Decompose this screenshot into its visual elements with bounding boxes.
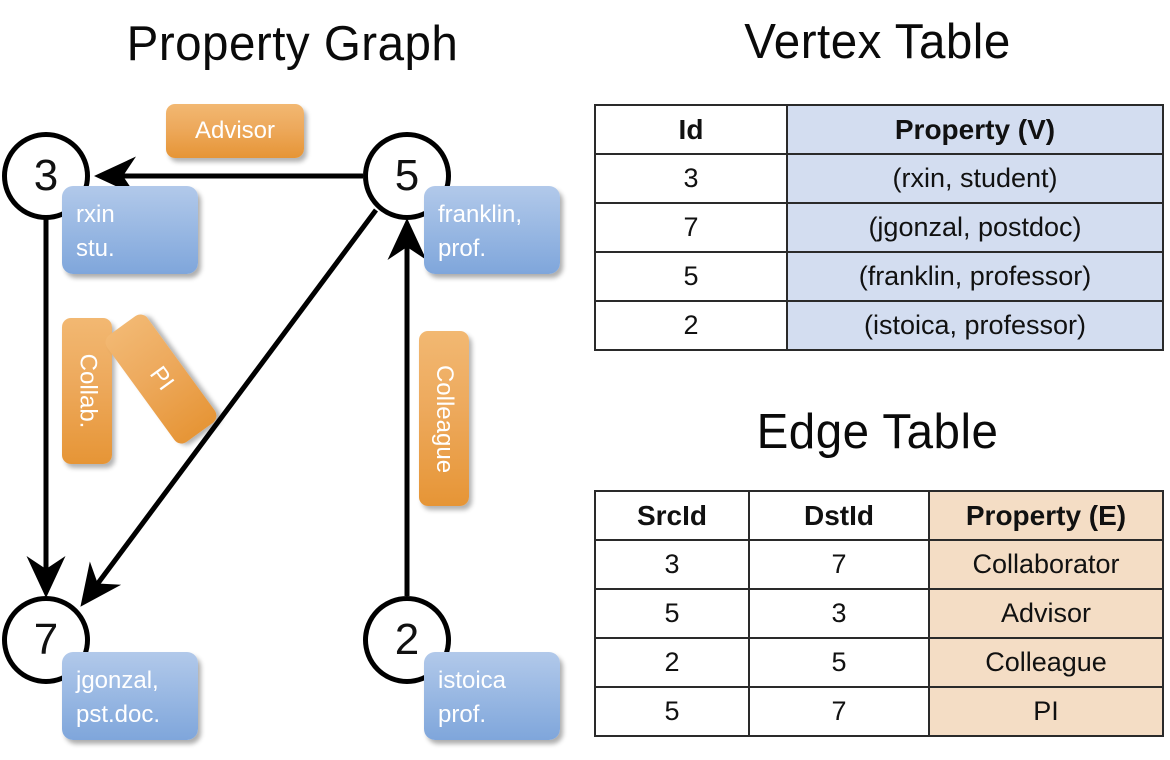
edge-label-colleague-text: Colleague	[431, 364, 458, 473]
table-row[interactable]: 7 (jgonzal, postdoc)	[594, 202, 1164, 253]
table-row[interactable]: 3 7 Collaborator	[594, 539, 1164, 590]
edge-label-pi-text: PI	[143, 361, 179, 396]
vertex-id-cell: 5	[594, 251, 788, 302]
vertex-property-cell: (rxin, student)	[786, 153, 1164, 204]
edge-label-advisor-text: Advisor	[194, 117, 276, 144]
table-row[interactable]: 5 (franklin, professor)	[594, 251, 1164, 302]
vertex-id-cell: 3	[594, 153, 788, 204]
edge-srcid-cell: 3	[594, 539, 750, 590]
node-property-box-istoica: istoica prof.	[424, 652, 560, 740]
vertex-table-header-id: Id	[594, 104, 788, 155]
edge-dstid-cell: 3	[748, 588, 930, 639]
graph-node-7-label: 7	[33, 615, 59, 664]
edge-table-header-srcid: SrcId	[594, 490, 750, 541]
graph-node-3-label: 3	[33, 151, 59, 200]
node-property-box-jgonzal: jgonzal, pst.doc.	[62, 652, 198, 740]
graph-node-5[interactable]: 5	[363, 132, 451, 220]
vertex-table-header-property: Property (V)	[786, 104, 1164, 155]
vertex-table: Id Property (V) 3 (rxin, student) 7 (jgo…	[594, 104, 1164, 351]
edge-srcid-cell: 2	[594, 637, 750, 688]
edge-property-cell: Collaborator	[928, 539, 1164, 590]
graph-node-5-label: 5	[394, 151, 420, 200]
vertex-property-cell: (franklin, professor)	[786, 251, 1164, 302]
table-row[interactable]: 2 (istoica, professor)	[594, 300, 1164, 351]
page-title-property-graph: Property Graph	[126, 17, 459, 71]
edge-property-cell: Advisor	[928, 588, 1164, 639]
edge-label-collab: Collab.	[62, 318, 112, 464]
vertex-property-cell: (istoica, professor)	[786, 300, 1164, 351]
edge-label-advisor: Advisor	[166, 104, 304, 158]
edge-srcid-cell: 5	[594, 686, 750, 737]
section-title-edge-table: Edge Table	[756, 405, 999, 459]
edge-table: SrcId DstId Property (E) 3 7 Collaborato…	[594, 490, 1164, 737]
node-property-box-franklin: franklin, prof.	[424, 186, 560, 274]
edge-property-cell: PI	[928, 686, 1164, 737]
edge-table-header-property: Property (E)	[928, 490, 1164, 541]
edge-label-colleague: Colleague	[419, 331, 469, 506]
edge-dstid-cell: 7	[748, 539, 930, 590]
graph-node-2-label: 2	[394, 615, 420, 664]
table-row[interactable]: 5 3 Advisor	[594, 588, 1164, 639]
edge-property-cell: Colleague	[928, 637, 1164, 688]
property-graph-diagram: 3 5 7 2 rxin stu. franklin, prof. jgonza…	[2, 104, 560, 740]
graph-edges-svg	[26, 156, 427, 607]
section-title-vertex-table: Vertex Table	[744, 15, 1011, 69]
graph-node-2[interactable]: 2	[363, 596, 451, 684]
vertex-id-cell: 7	[594, 202, 788, 253]
vertex-id-cell: 2	[594, 300, 788, 351]
table-row[interactable]: 5 7 PI	[594, 686, 1164, 737]
table-row[interactable]: 2 5 Colleague	[594, 637, 1164, 688]
edge-pi-5-to-7	[80, 208, 379, 607]
edge-label-collab-text: Collab.	[74, 353, 101, 429]
edge-table-header-row: SrcId DstId Property (E)	[594, 490, 1164, 541]
edge-srcid-cell: 5	[594, 588, 750, 639]
vertex-property-cell: (jgonzal, postdoc)	[786, 202, 1164, 253]
edge-table-header-dstid: DstId	[748, 490, 930, 541]
node-property-box-rxin: rxin stu.	[62, 186, 198, 274]
table-row[interactable]: 3 (rxin, student)	[594, 153, 1164, 204]
edge-dstid-cell: 5	[748, 637, 930, 688]
edge-dstid-cell: 7	[748, 686, 930, 737]
vertex-table-header-row: Id Property (V)	[594, 104, 1164, 155]
